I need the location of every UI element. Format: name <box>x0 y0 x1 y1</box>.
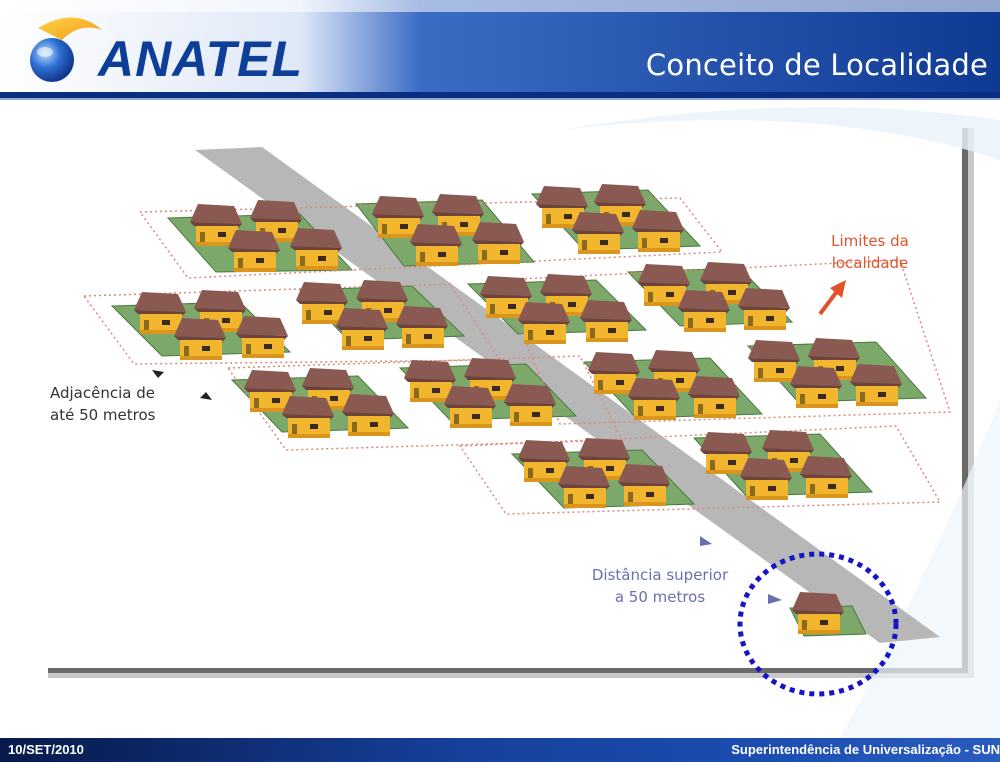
slide-footer: 10/SET/2010 Superintendência de Universa… <box>0 738 1000 762</box>
header-background <box>0 0 1000 100</box>
limits-label-line1: Limites da <box>831 232 909 250</box>
isolated-house <box>792 592 844 634</box>
anatel-logo-icon <box>30 17 102 82</box>
adjacency-label-line2: até 50 metros <box>50 406 156 424</box>
slide-header: ANATEL Conceito de Localidade <box>0 0 1000 100</box>
frame-axes <box>48 128 974 678</box>
limits-arrow-icon <box>818 280 846 316</box>
page-title: Conceito de Localidade <box>645 48 988 82</box>
distance-label-line1: Distância superior <box>592 566 729 584</box>
limits-label-line2: localidade <box>832 254 909 272</box>
footer-department: Superintendência de Universalização - SU… <box>731 742 1000 757</box>
footer-date: 10/SET/2010 <box>8 742 84 757</box>
locality-diagram: Limites da localidade Adjacência de até … <box>48 107 1000 738</box>
adjacency-label-line1: Adjacência de <box>50 384 155 402</box>
logo-text: ANATEL <box>98 31 304 87</box>
adjacency-arrow-icon <box>152 370 212 400</box>
road <box>195 147 940 643</box>
distance-arrow-icon <box>700 536 782 604</box>
distance-label-line2: a 50 metros <box>615 588 706 606</box>
isolation-circle <box>737 551 899 697</box>
